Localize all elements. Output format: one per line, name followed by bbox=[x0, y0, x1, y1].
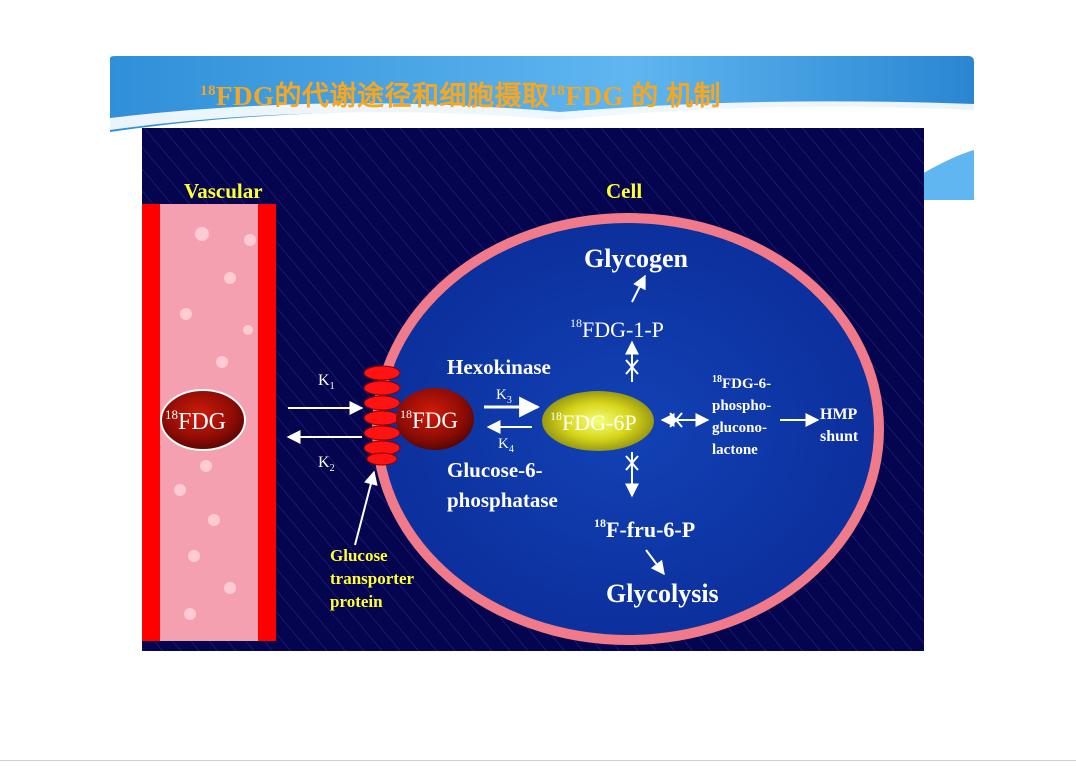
fdg-vascular-node: 18FDG bbox=[160, 389, 246, 451]
glucose-transporter bbox=[363, 365, 401, 466]
transporter-pointer bbox=[354, 470, 378, 546]
phospho-label: 18FDG-6-phospho-glucono-lactone bbox=[712, 374, 771, 458]
k2-label: K2 bbox=[318, 454, 335, 474]
svg-text:18FDG-6P: 18FDG-6P bbox=[550, 409, 637, 435]
hexokinase-label: Hexokinase bbox=[447, 355, 551, 379]
k4-label: K4 bbox=[498, 436, 514, 455]
glycolysis-label: Glycolysis bbox=[606, 579, 719, 608]
svg-text:18FDG: 18FDG bbox=[165, 407, 226, 435]
cell-label: Cell bbox=[606, 179, 642, 203]
k1-label: K1 bbox=[318, 372, 335, 392]
title-text: FDG的代谢途径和细胞摄取 bbox=[216, 81, 550, 111]
title-sup-2: 18 bbox=[549, 83, 566, 99]
title-sup: 18 bbox=[200, 83, 216, 99]
glucose6-label: Glucose-6-phosphatase bbox=[447, 458, 558, 512]
fru6p-block-mark bbox=[625, 455, 639, 471]
fdg1p-label: 18FDG-1-P bbox=[570, 316, 664, 342]
fdg1p-block-mark bbox=[625, 359, 639, 375]
slide-title: 18FDG的代谢途径和细胞摄取18FDG 的 机制 bbox=[200, 74, 721, 113]
fdg6p-node: 18FDG-6P bbox=[542, 391, 654, 451]
fru6p-label: 18F-fru-6-P bbox=[594, 516, 695, 542]
title-tail: FDG 的 机制 bbox=[565, 81, 721, 111]
fdg-sup: 18 bbox=[165, 407, 178, 422]
fdg-text: FDG bbox=[178, 409, 226, 435]
fdg-cell-node: 18FDG bbox=[396, 388, 474, 450]
vascular-label: Vascular bbox=[184, 179, 263, 203]
svg-text:18FDG: 18FDG bbox=[400, 407, 458, 433]
glycogen-label: Glycogen bbox=[584, 244, 689, 273]
k3-label: K3 bbox=[496, 387, 512, 406]
glycolysis-arrow bbox=[645, 549, 665, 576]
bottom-rule bbox=[0, 760, 1076, 761]
phospho-block-mark bbox=[669, 412, 683, 428]
glycogen-arrow bbox=[631, 274, 646, 303]
